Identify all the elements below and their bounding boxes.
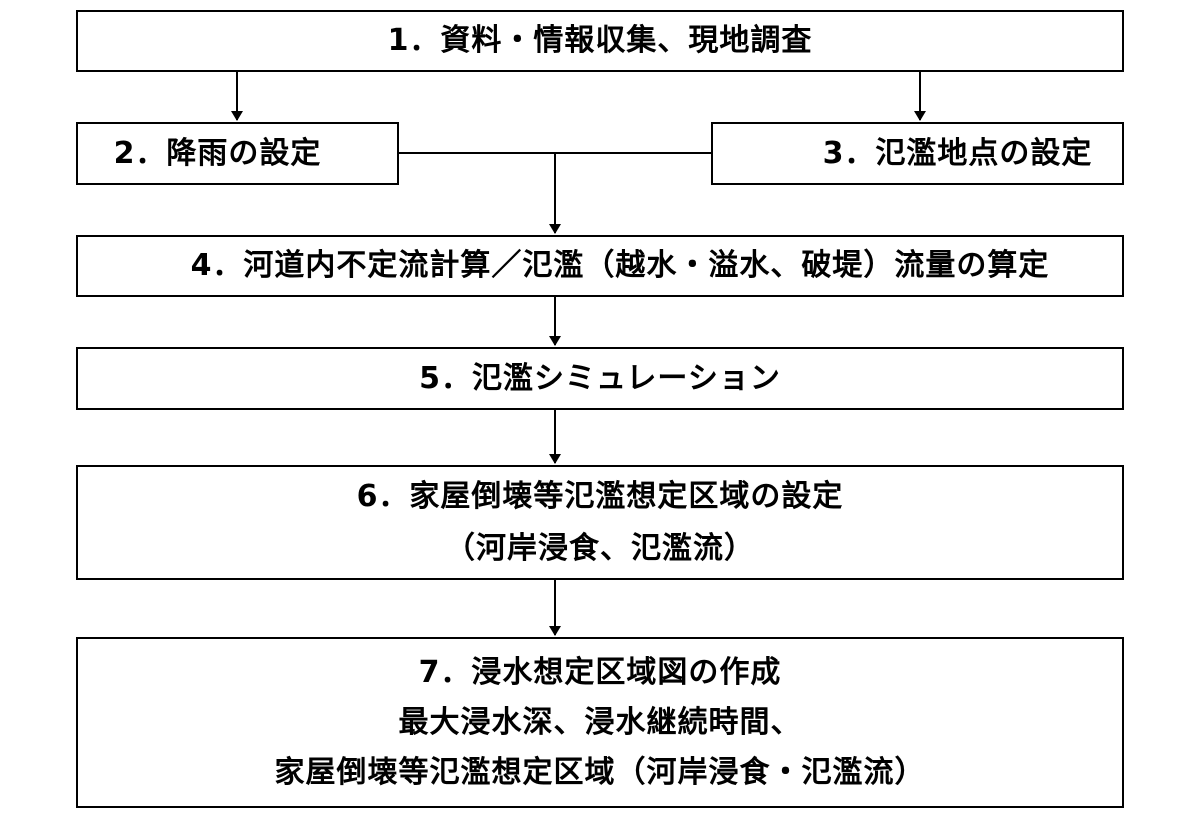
step-1-label: 1．資料・情報収集、現地調査: [387, 23, 813, 58]
step-7-box: 7．浸水想定区域図の作成 最大浸水深、浸水継続時間、 家屋倒壊等氾濫想定区域（河…: [76, 637, 1124, 808]
step-2-box: 2．降雨の設定: [76, 122, 399, 185]
step-4-box: 4．河道内不定流計算／氾濫（越水・溢水、破堤）流量の算定: [76, 235, 1124, 297]
step-3-box: 3．氾濫地点の設定: [711, 122, 1124, 185]
step-7-line-3: 家屋倒壊等氾濫想定区域（河岸浸食・氾濫流）: [274, 754, 926, 790]
step-3-label: 3．氾濫地点の設定: [822, 135, 1093, 171]
step-7-title: 7．浸水想定区域図の作成: [418, 654, 782, 690]
step-4-label: 4．河道内不定流計算／氾濫（越水・溢水、破堤）流量の算定: [190, 248, 1050, 283]
step-5-label: 5．氾濫シミュレーション: [419, 360, 781, 396]
step-6-title: 6．家屋倒壊等氾濫想定区域の設定: [356, 478, 844, 514]
step-1-box: 1．資料・情報収集、現地調査: [76, 10, 1124, 72]
step-7-line-2: 最大浸水深、浸水継続時間、: [398, 704, 802, 740]
step-6-subtitle: （河岸浸食、氾濫流）: [445, 530, 755, 566]
step-5-box: 5．氾濫シミュレーション: [76, 347, 1124, 410]
step-2-label: 2．降雨の設定: [113, 135, 322, 171]
step-6-box: 6．家屋倒壊等氾濫想定区域の設定 （河岸浸食、氾濫流）: [76, 465, 1124, 580]
